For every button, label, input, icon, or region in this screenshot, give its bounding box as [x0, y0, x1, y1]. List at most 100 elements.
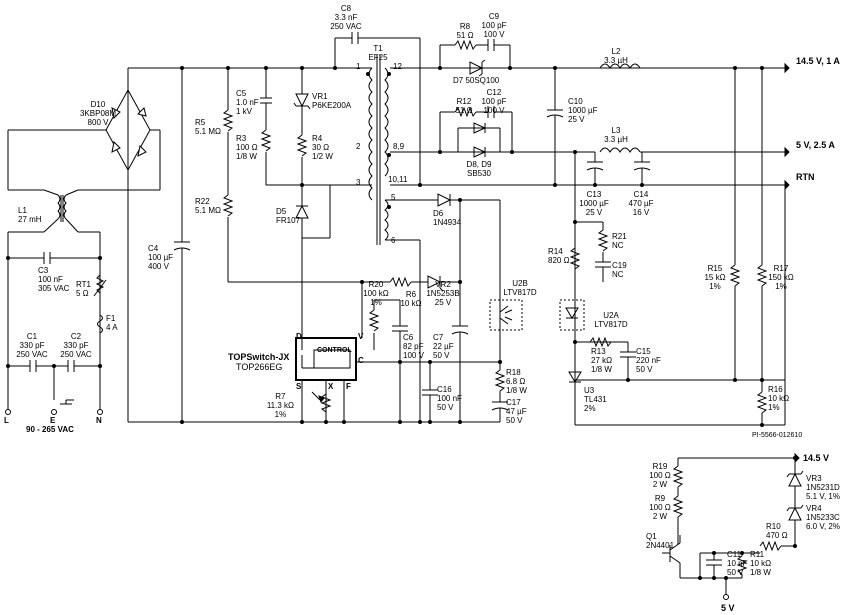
bulk-capacitor-symbol [174, 68, 190, 422]
ic-pin-d: D [296, 332, 302, 341]
transformer-ref: T1 [373, 44, 383, 53]
junction-dots [6, 66, 797, 580]
ic-pin-c: C [358, 356, 364, 365]
line-terminal-label: L [4, 416, 9, 425]
optocoupler-secondary-symbol [490, 285, 522, 338]
output-one-rectifier [440, 39, 510, 76]
input-range-label: 90 - 265 VAC [26, 425, 74, 434]
ic-pin-x: X [328, 382, 334, 391]
neutral-terminal-label: N [96, 416, 102, 425]
top-rail [128, 64, 789, 422]
aux-5v-label: 5 V [721, 603, 735, 613]
output-14v5-label: 14.5 V, 1 A [796, 56, 840, 66]
output-one-filter [547, 64, 640, 185]
ic-part-label: TOP266EG [236, 362, 283, 372]
earth-terminal-label: E [50, 416, 56, 425]
topswitch-symbol [296, 338, 356, 422]
transformer-pin-89: 8,9 [393, 142, 405, 151]
ic-pin-v: V [358, 332, 364, 341]
output-two-filter [575, 148, 650, 425]
output-5v-label: 5 V, 2.5 A [796, 140, 835, 150]
bias-winding-circuit [400, 194, 500, 422]
transformer-symbol [360, 55, 400, 245]
transformer-pin-1: 1 [356, 62, 361, 71]
aux-output-label: 14.5 V [803, 453, 830, 463]
transformer-pin-3: 3 [356, 178, 361, 187]
return-label: RTN [796, 172, 815, 182]
ic-pin-f: F [346, 382, 351, 391]
input-choke-symbol [8, 190, 100, 232]
output-two-rectifier [440, 106, 512, 157]
drawing-id-label: PI-5566-012610 [752, 432, 803, 439]
ic-control-label: CONTROL [317, 347, 352, 354]
auxiliary-regulator [662, 454, 803, 600]
transformer-pin-5: 5 [391, 193, 396, 202]
control-pin-network [492, 338, 508, 422]
d7-label: D7 50SQ100 [453, 76, 500, 85]
transformer-pin-2: 2 [356, 142, 361, 151]
transformer-pin-12: 12 [393, 62, 402, 71]
transformer-core: EF25 [368, 53, 388, 62]
transformer-pin-6: 6 [391, 236, 396, 245]
five-volt-rail [390, 148, 789, 156]
ic-pin-s: S [296, 382, 302, 391]
return-rail [390, 181, 789, 189]
clamp-network [224, 32, 420, 338]
ic-name-label: TOPSwitch-JX [228, 352, 290, 362]
transformer-pin-1011: 10,11 [388, 175, 408, 184]
